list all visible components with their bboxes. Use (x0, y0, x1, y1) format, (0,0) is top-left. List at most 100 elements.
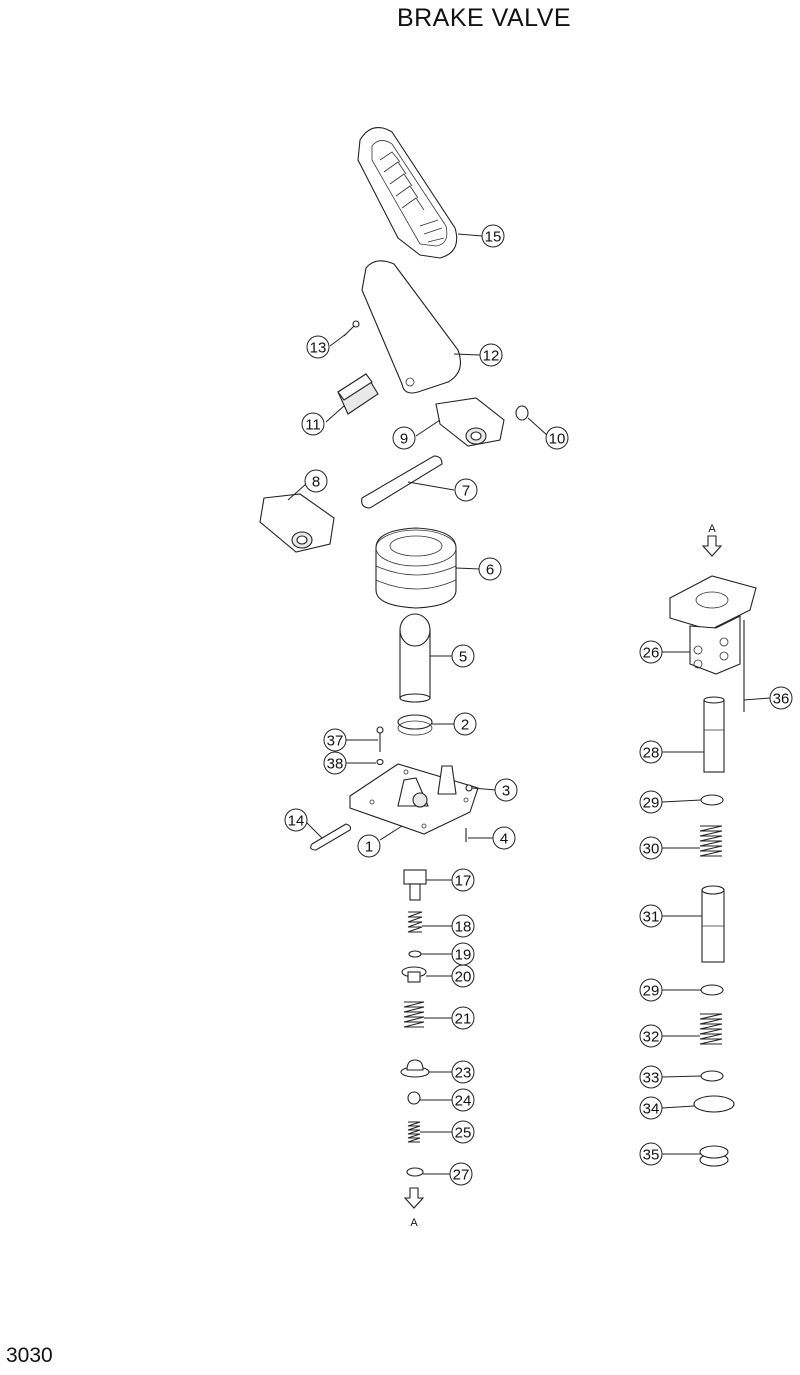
diagram-title: BRAKE VALVE (396, 4, 572, 32)
callout-29-lower: 29 (639, 978, 663, 1002)
svg-text:13: 13 (310, 340, 327, 357)
part-34-washer (693, 1095, 735, 1113)
callout-5: 5 (451, 644, 475, 668)
svg-text:10: 10 (549, 431, 566, 448)
callout-8: 8 (304, 469, 328, 493)
part-9-bracket (435, 397, 505, 447)
page-number: 3030 (6, 1344, 53, 1367)
part-28-spool (703, 696, 725, 773)
callout-21: 21 (451, 1006, 475, 1030)
part-30-spring (699, 825, 723, 857)
callout-31: 31 (639, 904, 663, 928)
callout-28: 28 (639, 740, 663, 764)
part-1-plate (349, 763, 479, 835)
svg-text:3: 3 (502, 783, 510, 800)
callout-27: 27 (449, 1162, 473, 1186)
view-arrow-top (701, 535, 723, 557)
part-27-ring (406, 1167, 424, 1177)
part-12-pedal (361, 260, 461, 394)
svg-text:21: 21 (455, 1011, 472, 1028)
view-arrow-bottom (403, 1187, 425, 1209)
svg-text:8: 8 (312, 474, 320, 491)
svg-text:19: 19 (455, 947, 472, 964)
svg-text:23: 23 (455, 1065, 472, 1082)
callout-7: 7 (454, 478, 478, 502)
callout-13: 13 (306, 335, 330, 359)
svg-text:26: 26 (643, 645, 660, 662)
svg-text:36: 36 (773, 691, 790, 708)
part-24-ball (407, 1091, 421, 1105)
svg-text:34: 34 (643, 1101, 660, 1118)
svg-text:27: 27 (453, 1167, 470, 1184)
part-29-ring-lower (700, 984, 724, 996)
callout-14: 14 (284, 808, 308, 832)
part-5-plunger (399, 613, 431, 703)
callout-23: 23 (451, 1060, 475, 1084)
callout-35: 35 (639, 1142, 663, 1166)
callout-2: 2 (453, 712, 477, 736)
view-label-top: A (708, 523, 716, 535)
part-20-seat (401, 966, 427, 983)
svg-text:28: 28 (643, 745, 660, 762)
svg-text:25: 25 (455, 1125, 472, 1142)
callout-38: 38 (323, 751, 347, 775)
callout-26: 26 (639, 640, 663, 664)
callout-11: 11 (301, 412, 325, 436)
svg-text:24: 24 (455, 1093, 472, 1110)
svg-text:12: 12 (483, 348, 500, 365)
callout-30: 30 (639, 836, 663, 860)
svg-text:31: 31 (643, 909, 660, 926)
callout-15: 15 (481, 224, 505, 248)
callout-29-upper: 29 (639, 790, 663, 814)
svg-text:17: 17 (455, 873, 472, 890)
part-14-pin (310, 823, 352, 851)
callout-25: 25 (451, 1120, 475, 1144)
part-19-ring (408, 950, 422, 958)
svg-text:29: 29 (643, 795, 660, 812)
svg-text:2: 2 (461, 717, 469, 734)
svg-text:37: 37 (327, 733, 344, 750)
part-10-ring (515, 405, 529, 421)
part-11-block (337, 373, 379, 415)
svg-text:14: 14 (288, 813, 305, 830)
callout-17: 17 (451, 868, 475, 892)
part-8-bracket (259, 493, 335, 553)
callout-18: 18 (451, 914, 475, 938)
svg-text:7: 7 (462, 483, 470, 500)
svg-text:5: 5 (459, 649, 467, 666)
callout-3: 3 (494, 778, 518, 802)
part-18-spring (407, 911, 423, 933)
part-38-washer (376, 758, 384, 766)
callout-24: 24 (451, 1088, 475, 1112)
callout-32: 32 (639, 1024, 663, 1048)
svg-text:11: 11 (305, 417, 321, 434)
callout-33: 33 (639, 1065, 663, 1089)
part-32-spring (699, 1013, 723, 1045)
leader-lines (287, 233, 771, 1175)
part-23-valve (400, 1059, 430, 1078)
svg-text:4: 4 (500, 831, 508, 848)
svg-text:15: 15 (485, 229, 502, 246)
part-25-spring (407, 1121, 421, 1143)
callout-4: 4 (492, 826, 516, 850)
part-26-valve-body (669, 575, 757, 675)
part-7-pin (361, 455, 443, 509)
part-31-piston (701, 885, 725, 963)
part-2-seal (397, 714, 433, 736)
svg-text:9: 9 (400, 431, 408, 448)
part-29-ring-upper (700, 794, 724, 806)
svg-text:6: 6 (486, 562, 494, 579)
part-35-plug (699, 1145, 729, 1167)
part-21-spring (403, 1001, 425, 1028)
callout-34: 34 (639, 1096, 663, 1120)
svg-text:38: 38 (327, 756, 344, 773)
part-6-boot (375, 527, 457, 609)
svg-text:29: 29 (643, 983, 660, 1000)
svg-text:32: 32 (643, 1029, 660, 1046)
svg-text:35: 35 (643, 1147, 660, 1164)
callout-10: 10 (545, 426, 569, 450)
part-13-screw (343, 320, 360, 337)
callout-6: 6 (478, 557, 502, 581)
svg-text:18: 18 (455, 919, 472, 936)
